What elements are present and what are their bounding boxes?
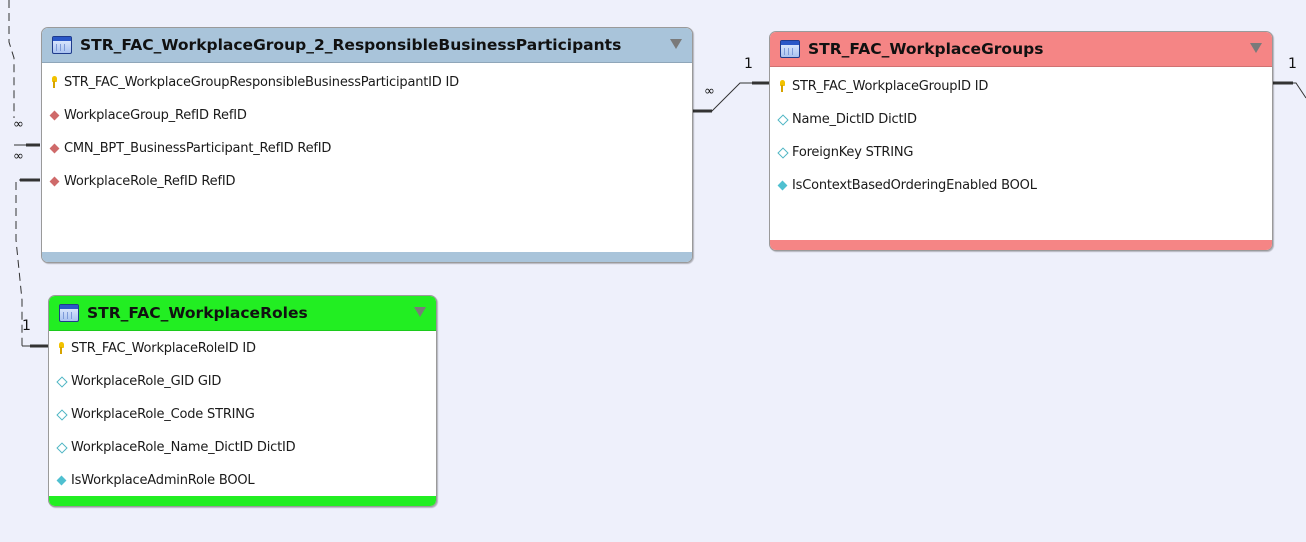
collapse-arrow-icon[interactable] (670, 39, 682, 49)
table-title: STR_FAC_WorkplaceGroup_2_ResponsibleBusi… (80, 36, 622, 54)
many-label-cmn: ∞ (13, 117, 24, 132)
column-row[interactable]: WorkplaceRole_RefID RefID (50, 174, 235, 189)
foreign-key-icon (50, 177, 60, 187)
table-workplace-group-participants[interactable]: STR_FAC_WorkplaceGroup_2_ResponsibleBusi… (41, 27, 693, 263)
column-label: STR_FAC_WorkplaceGroupID ID (792, 79, 989, 94)
primary-key-icon (57, 341, 67, 354)
table-header[interactable]: STR_FAC_WorkplaceGroup_2_ResponsibleBusi… (42, 28, 692, 63)
column-label: WorkplaceRole_Code STRING (71, 407, 255, 422)
column-icon (57, 410, 67, 420)
foreign-key-icon (50, 111, 60, 121)
column-row[interactable]: WorkplaceGroup_RefID RefID (50, 108, 247, 123)
not-null-column-icon (57, 476, 67, 486)
column-row[interactable]: STR_FAC_WorkplaceGroupID ID (778, 79, 988, 94)
column-row[interactable]: STR_FAC_WorkplaceGroupResponsibleBusines… (50, 75, 459, 90)
column-icon (778, 148, 788, 158)
table-title: STR_FAC_WorkplaceRoles (87, 304, 308, 322)
column-label: WorkplaceRole_Name_DictID DictID (71, 440, 296, 455)
column-label: STR_FAC_WorkplaceRoleID ID (71, 341, 256, 356)
column-label: Name_DictID DictID (792, 112, 917, 127)
column-label: CMN_BPT_BusinessParticipant_RefID RefID (64, 141, 332, 156)
table-header[interactable]: STR_FAC_WorkplaceRoles (49, 296, 436, 331)
one-label-groups: 1 (744, 56, 753, 72)
column-label: WorkplaceRole_RefID RefID (64, 174, 236, 189)
collapse-arrow-icon[interactable] (414, 307, 426, 317)
relation-line-left-dashed (8, 0, 15, 118)
column-row[interactable]: Name_DictID DictID (778, 112, 917, 127)
foreign-key-icon (50, 144, 60, 154)
one-label-right: 1 (1288, 56, 1297, 72)
relation-line-right (1272, 82, 1306, 99)
table-title: STR_FAC_WorkplaceGroups (808, 40, 1044, 58)
column-icon (778, 115, 788, 125)
column-label: ForeignKey STRING (792, 145, 914, 160)
not-null-column-icon (778, 181, 788, 191)
column-row[interactable]: CMN_BPT_BusinessParticipant_RefID RefID (50, 141, 331, 156)
column-label: WorkplaceRole_GID GID (71, 374, 222, 389)
column-icon (57, 377, 67, 387)
column-row[interactable]: ForeignKey STRING (778, 145, 913, 160)
table-icon (780, 40, 800, 58)
collapse-arrow-icon[interactable] (1250, 43, 1262, 53)
column-label: IsContextBasedOrderingEnabled BOOL (792, 178, 1037, 193)
table-workplace-roles[interactable]: STR_FAC_WorkplaceRoles STR_FAC_Workplace… (48, 295, 437, 507)
column-row[interactable]: WorkplaceRole_GID GID (57, 374, 221, 389)
table-footer (770, 240, 1272, 250)
column-label: WorkplaceGroup_RefID RefID (64, 108, 247, 123)
column-row[interactable]: STR_FAC_WorkplaceRoleID ID (57, 341, 256, 356)
column-row[interactable]: WorkplaceRole_Name_DictID DictID (57, 440, 296, 455)
primary-key-icon (778, 79, 788, 92)
table-footer (49, 496, 436, 506)
many-label-groups: ∞ (704, 84, 715, 99)
table-icon (52, 36, 72, 54)
table-header[interactable]: STR_FAC_WorkplaceGroups (770, 32, 1272, 67)
column-icon (57, 443, 67, 453)
table-icon (59, 304, 79, 322)
column-row[interactable]: WorkplaceRole_Code STRING (57, 407, 255, 422)
column-label: IsWorkplaceAdminRole BOOL (71, 473, 255, 488)
primary-key-icon (50, 75, 60, 88)
table-workplace-groups[interactable]: STR_FAC_WorkplaceGroups STR_FAC_Workplac… (769, 31, 1273, 251)
column-label: STR_FAC_WorkplaceGroupResponsibleBusines… (64, 75, 459, 90)
one-label-role: 1 (22, 318, 31, 334)
table-footer (42, 252, 692, 262)
column-row[interactable]: IsWorkplaceAdminRole BOOL (57, 473, 255, 488)
many-label-role: ∞ (13, 149, 24, 164)
column-row[interactable]: IsContextBasedOrderingEnabled BOOL (778, 178, 1037, 193)
